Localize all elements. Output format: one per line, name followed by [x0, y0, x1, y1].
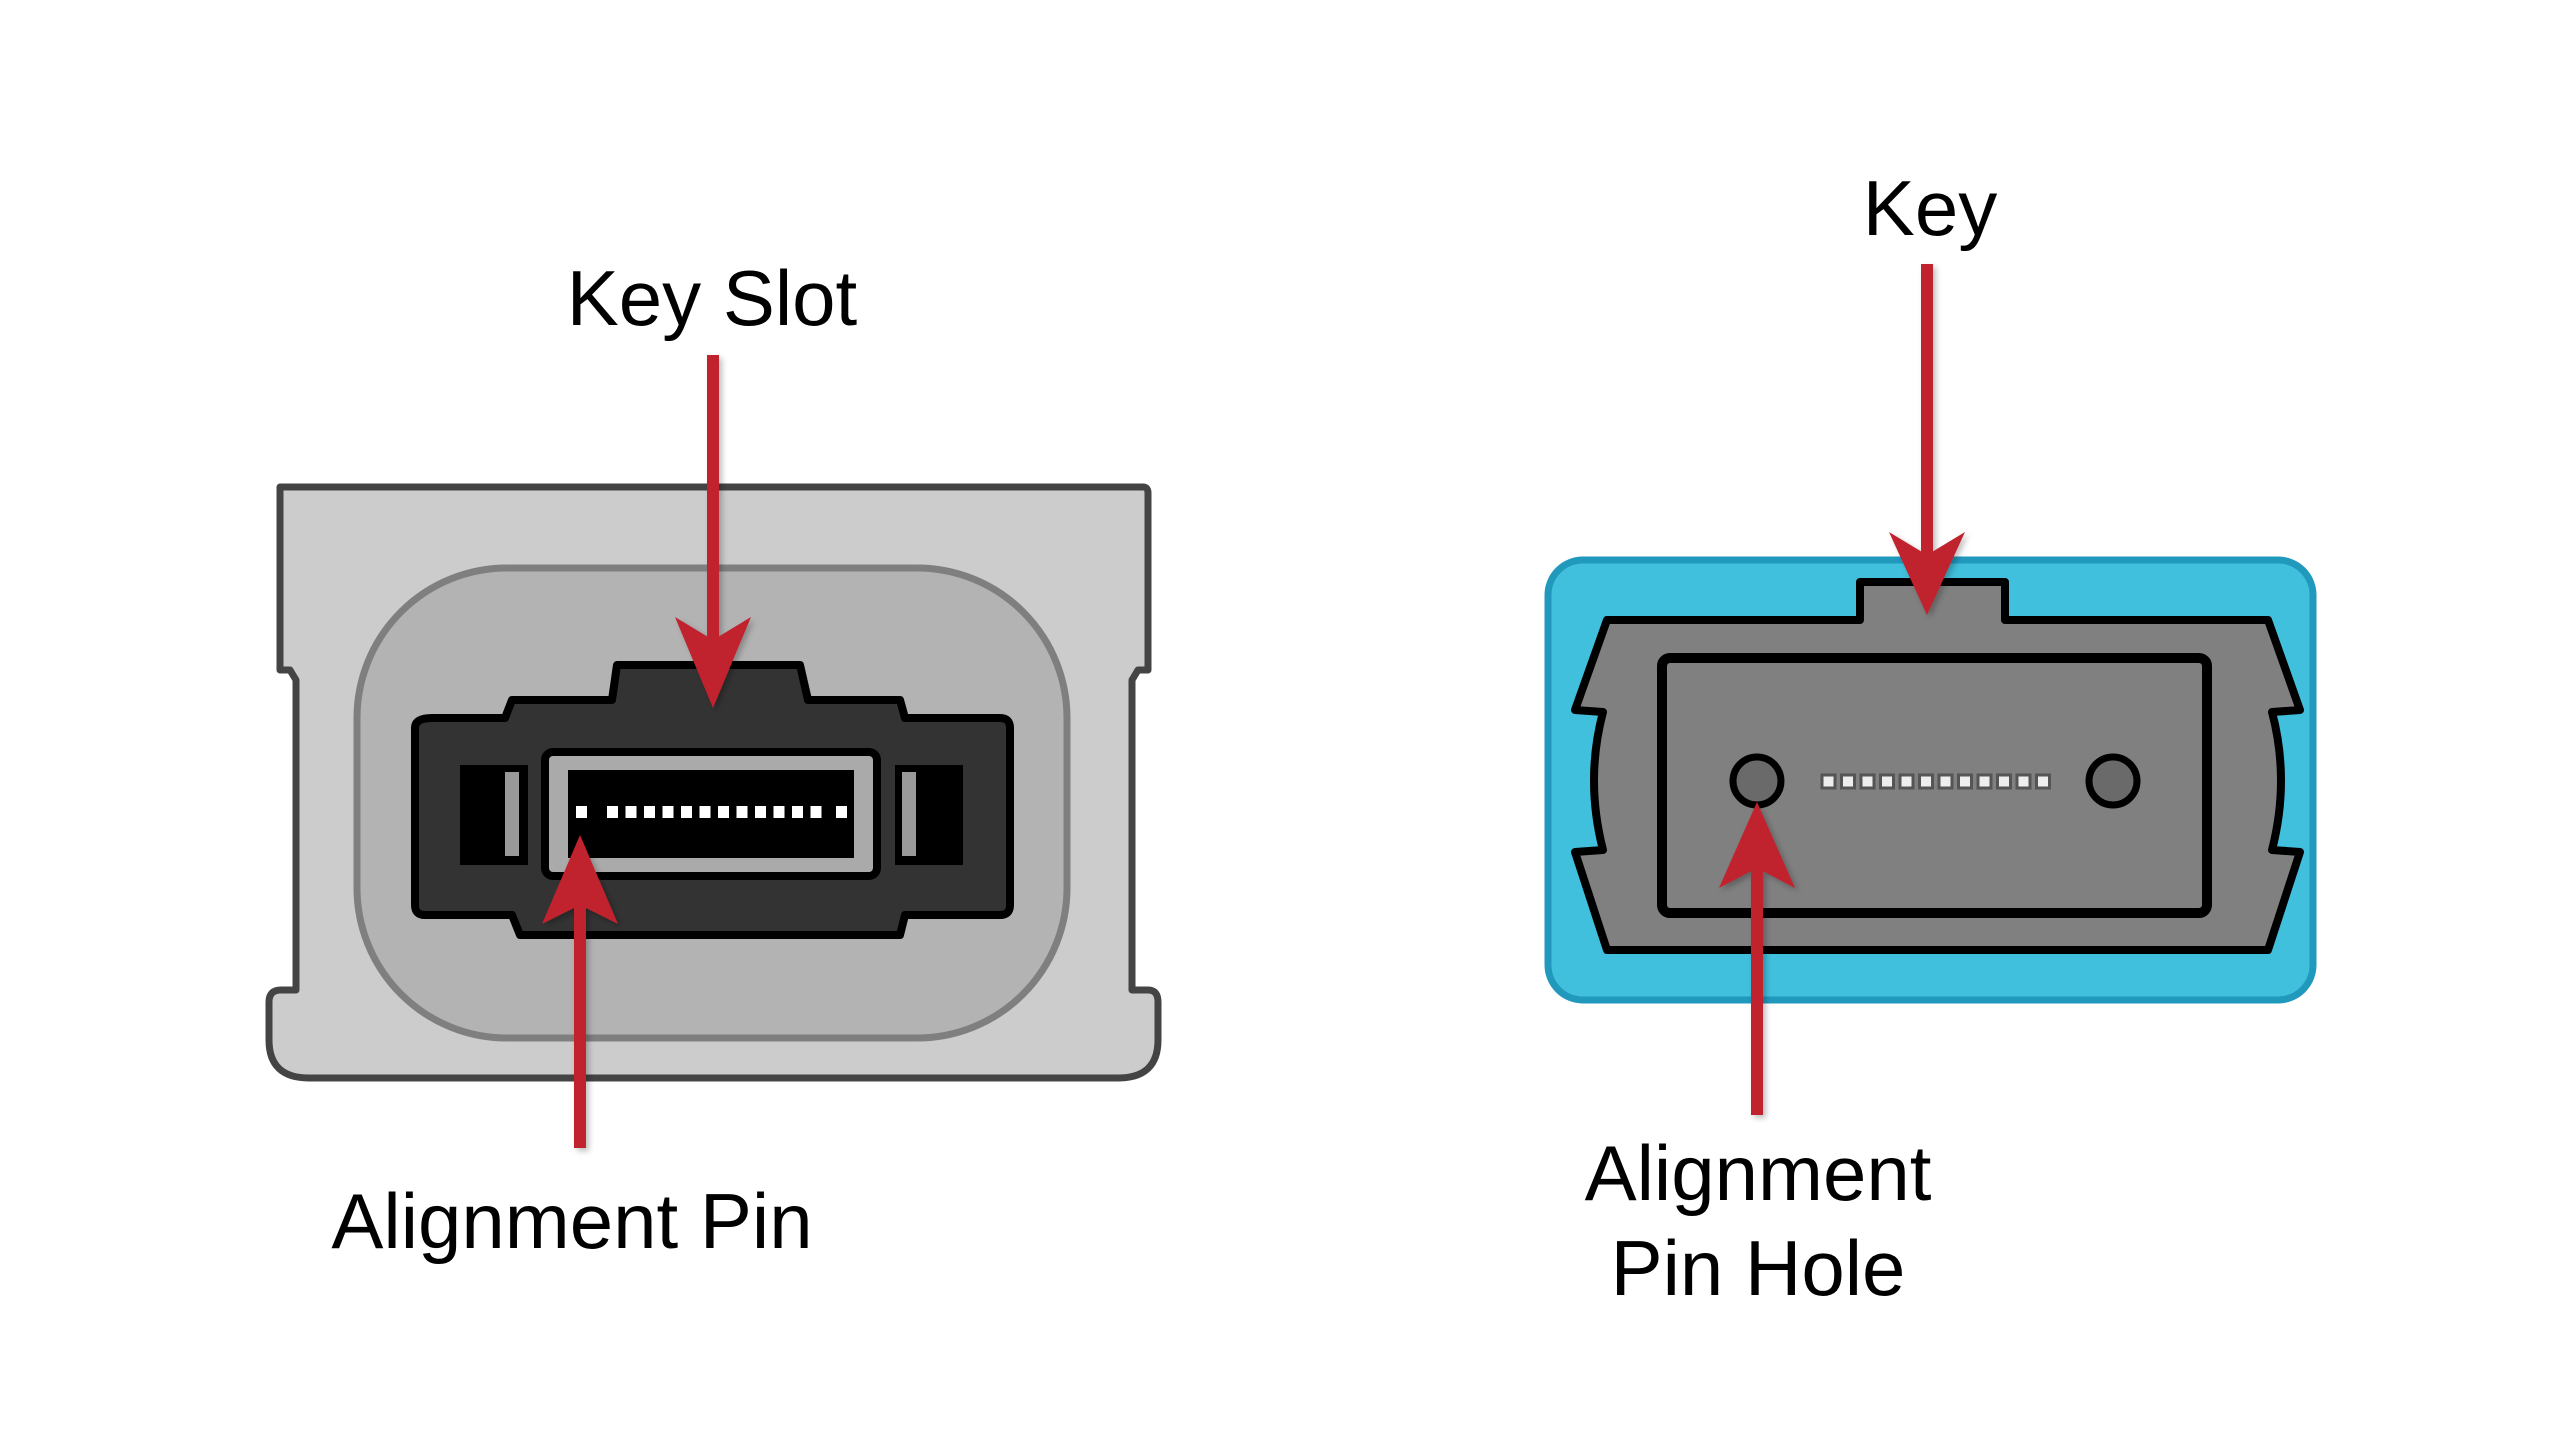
right-latch-bar — [902, 772, 916, 856]
fiber — [755, 806, 766, 818]
alignment-pin-hole-right — [2085, 753, 2141, 809]
fiber — [1820, 773, 1837, 790]
fiber — [1976, 773, 1993, 790]
fiber — [607, 806, 618, 818]
female-connector — [1544, 556, 2317, 1004]
fiber — [625, 806, 637, 818]
fiber — [2035, 773, 2051, 790]
fiber — [1898, 773, 1915, 790]
left-latch-bar — [505, 772, 519, 856]
fiber — [1996, 773, 2012, 790]
label-key: Key — [1863, 164, 1997, 252]
fiber — [699, 806, 711, 818]
arrow-alignment-pin-hole — [1719, 802, 1795, 1115]
fiber — [1879, 773, 1895, 790]
fiber — [2015, 773, 2032, 790]
fiber — [1937, 773, 1954, 790]
alignment-pin-hole-left — [1729, 753, 1785, 809]
fiber — [1859, 773, 1876, 790]
fiber-array — [576, 806, 847, 818]
fiber — [1918, 773, 1934, 790]
fiber — [662, 806, 674, 818]
guide-pin-right — [836, 806, 847, 818]
fiber — [736, 806, 748, 818]
ferrule-frame — [1657, 653, 2212, 918]
arrow-alignment-pin — [542, 835, 618, 1148]
fiber — [1957, 773, 1973, 790]
fiber — [644, 806, 655, 818]
fiber — [718, 806, 729, 818]
guide-pin-left — [576, 806, 587, 818]
label-alignment-pin-hole-line2: Pin Hole — [1611, 1224, 1906, 1312]
label-key-slot: Key Slot — [567, 254, 858, 342]
label-alignment-pin-hole-line1: Alignment — [1585, 1129, 1932, 1217]
fiber — [773, 806, 785, 818]
fiber — [681, 806, 692, 818]
fiber — [1840, 773, 1856, 790]
arrow-key-slot — [675, 355, 751, 708]
arrow-key — [1889, 264, 1965, 615]
label-alignment-pin: Alignment Pin — [331, 1177, 812, 1265]
fiber-array — [1820, 773, 2051, 790]
fiber — [810, 806, 822, 818]
fiber — [792, 806, 803, 818]
